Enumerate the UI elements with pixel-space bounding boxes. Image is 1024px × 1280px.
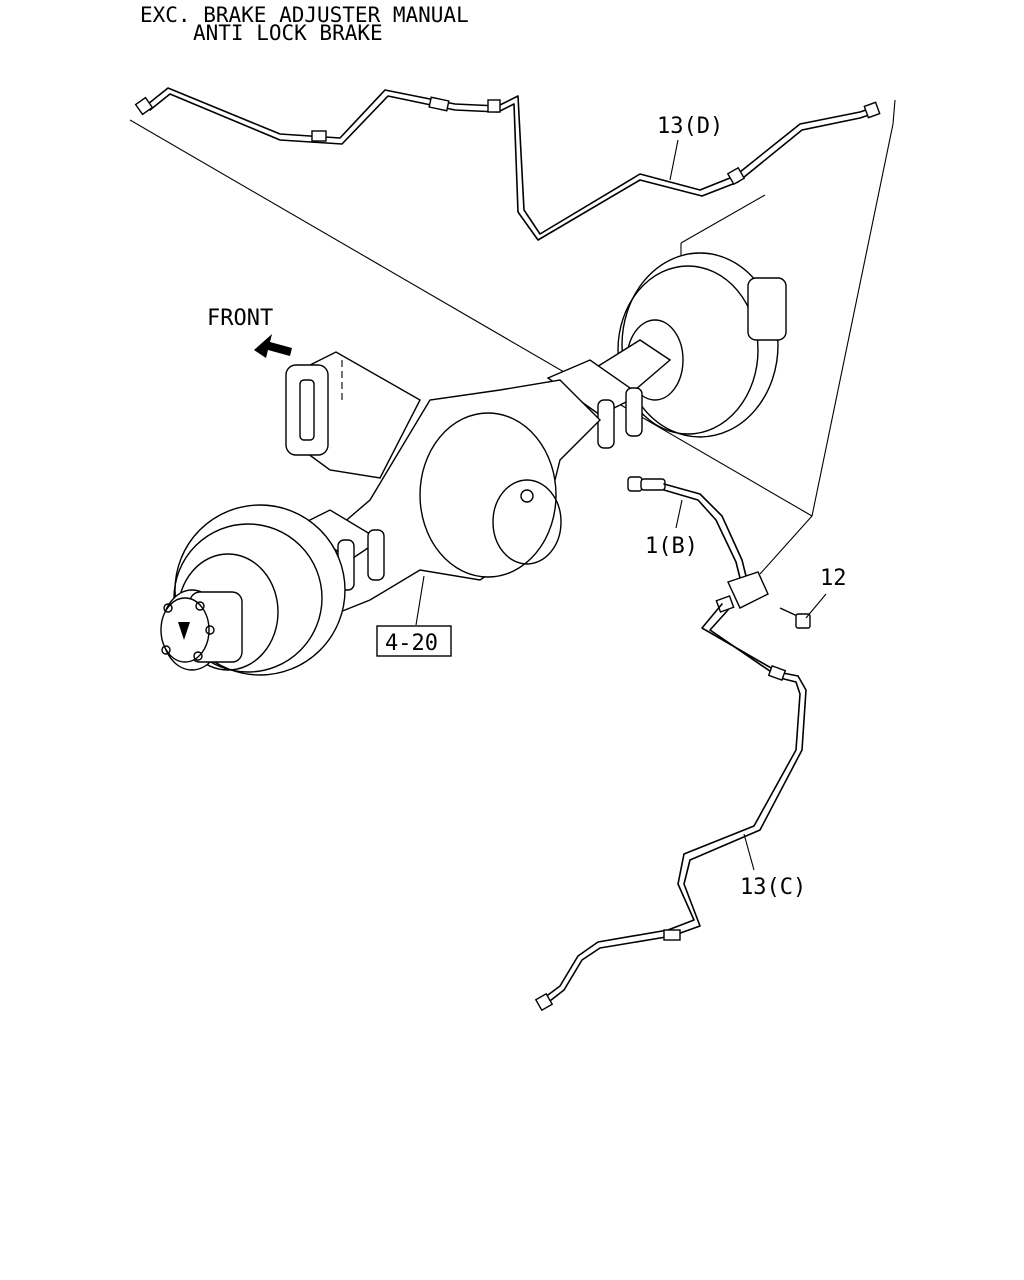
- callout-13c: 13(C): [740, 875, 806, 900]
- callout-4-20: 4-20: [385, 631, 438, 656]
- leader-line-upper-right: [892, 99, 896, 125]
- callout-1b: 1(B): [645, 534, 698, 559]
- junction-block: [715, 571, 769, 613]
- leader-line-joint: [759, 515, 813, 575]
- brake-pipe-13d: [134, 87, 881, 241]
- title-line-1: EXC. BRAKE ADJUSTER MANUAL: [140, 3, 469, 27]
- callout-4-20-leader: [415, 575, 425, 626]
- front-label: FRONT: [207, 306, 273, 331]
- bolt-12: [779, 607, 811, 629]
- rear-axle-assembly: [160, 252, 787, 676]
- front-arrow-icon: [254, 334, 292, 358]
- leader-line-upper-left: [129, 119, 813, 517]
- brake-hose-1b: [627, 476, 747, 579]
- callout-13d-leader: [669, 139, 679, 181]
- brake-pipe-13c: [534, 603, 807, 1012]
- callout-1b-leader: [675, 499, 683, 529]
- callout-12-leader: [805, 593, 827, 619]
- callout-13d: 13(D): [657, 114, 723, 139]
- callout-12: 12: [820, 566, 847, 591]
- leader-line-to-axle-right: [811, 123, 894, 517]
- title-line-2: ANTI LOCK BRAKE: [193, 21, 383, 45]
- callout-13c-leader: [743, 833, 755, 871]
- leader-line-diagonal: [680, 194, 766, 244]
- callout-4-20-box: [376, 625, 452, 657]
